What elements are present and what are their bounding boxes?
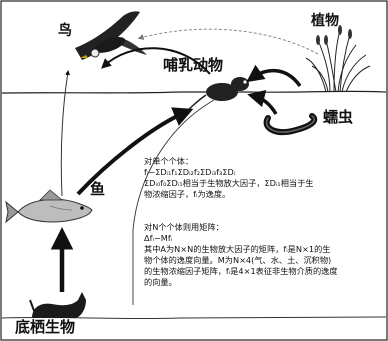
bird-label: 鸟: [58, 23, 72, 39]
single-line: ΣDᵢ₀f₀ΣDᵢ₁相当于生物放大因子，ΣDᵢ₁相当于生: [144, 178, 314, 188]
arrow-plant-to-mammal: [246, 64, 302, 88]
matrix-text: 对N个个体则用矩阵： Δfᵢ−Mfᵢ 其中A为N×N的生物放大因子的矩阵，fᵢ是…: [144, 222, 338, 288]
fish-label: 鱼: [90, 180, 106, 198]
matrix-line: Δfᵢ−Mfᵢ: [144, 233, 173, 243]
matrix-line: 其中A为N×N的生物放大因子的矩阵，fᵢ是N×1的生: [144, 244, 331, 254]
worm-icon: [263, 113, 318, 136]
benthic-label: 底栖生物: [15, 318, 76, 336]
matrix-line: 的向量。: [144, 277, 177, 287]
plant-label: 植物: [311, 13, 339, 29]
mammal-label: 哺乳动物: [163, 56, 224, 74]
arrow-worm-to-mammal: [247, 90, 278, 115]
worm-label: 蠕虫: [323, 108, 354, 126]
plant-seeds-icon: [316, 25, 352, 45]
matrix-line: 物个体的逸度向量。M为N×4(气、水、土、沉积物): [144, 255, 332, 265]
single-line: 物浓缩因子，fᵢ为逸度。: [144, 189, 231, 199]
single-line: fᵢ−ΣDᵢ₁f₁ΣDᵢ₂f₂ΣDᵢ₃f₃ΣDᵢ: [144, 167, 236, 177]
bird-icon: [75, 11, 147, 60]
single-individual-text: 对单个个体： fᵢ−ΣDᵢ₁f₁ΣDᵢ₂f₂ΣDᵢ₃f₃ΣDᵢ ΣDᵢ₀f₀ΣD…: [144, 156, 313, 200]
mammal-icon: [179, 77, 249, 119]
water-boundary-line: [132, 99, 215, 305]
matrix-line: 的生物浓缩因子矩阵，fᵢ是4×1表征非生物介质的逸度: [144, 266, 338, 276]
arrow-fish-to-bird: [60, 70, 71, 197]
arrow-plant-to-bird: [137, 28, 319, 55]
benthic-organism-icon: [29, 292, 86, 318]
arrow-mammal-to-bird: [101, 47, 211, 75]
plant-icon: [305, 29, 371, 93]
matrix-heading: 对N个个体则用矩阵：: [144, 222, 224, 232]
fish-icon: [5, 189, 93, 224]
single-heading: 对单个个体：: [144, 156, 194, 166]
sediment-line: [1, 316, 387, 320]
arrow-fish-to-mammal: [76, 107, 194, 196]
